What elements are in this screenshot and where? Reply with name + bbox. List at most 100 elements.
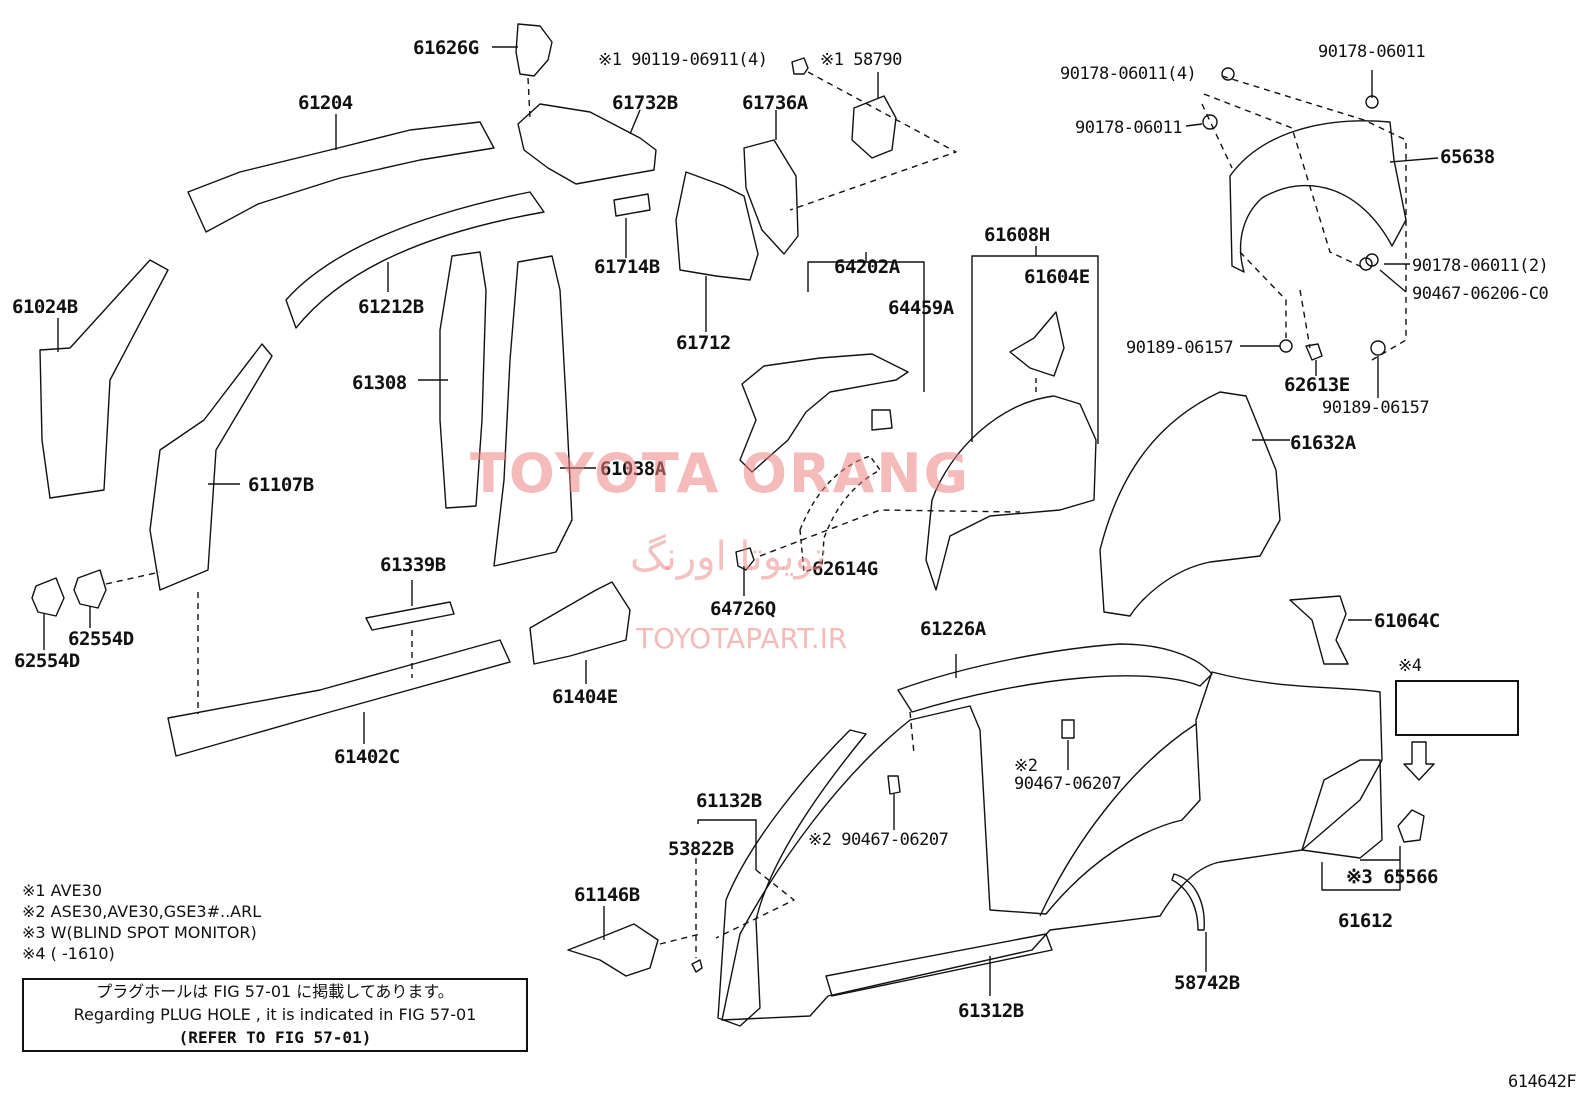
part-61064C <box>1289 595 1349 665</box>
part-61402C <box>167 639 511 757</box>
label-61146B: 61146B <box>574 884 640 906</box>
part-61107B <box>149 343 273 591</box>
label-61204: 61204 <box>298 92 353 114</box>
part-62613E <box>1305 343 1323 361</box>
label-90467-06207-mark: ※2 <box>1014 756 1038 776</box>
label-58742B: 58742B <box>1174 972 1240 994</box>
part-90467-06207-a <box>887 775 901 795</box>
label-61038A: 61038A <box>600 458 666 480</box>
label-61632A: 61632A <box>1290 432 1356 454</box>
part-90178-06011-c <box>1202 114 1218 130</box>
note-3: ※3 W(BLIND SPOT MONITOR) <box>22 923 257 942</box>
part-65566 <box>1397 809 1425 843</box>
label-62614G: 62614G <box>812 558 878 580</box>
label-61312B: 61312B <box>958 1000 1024 1022</box>
part-90119-06911 <box>791 57 809 75</box>
label-61732B: 61732B <box>612 92 678 114</box>
label-note4-mark: ※4 <box>1398 656 1422 676</box>
label-61604E: 61604E <box>1024 266 1090 288</box>
notice-english: Regarding PLUG HOLE , it is indicated in… <box>73 1005 477 1024</box>
label-90467-06206-C0: 90467-06206-C0 <box>1412 284 1549 304</box>
label-90189-06157-left: 90189-06157 <box>1126 338 1234 358</box>
note-2: ※2 ASE30,AVE30,GSE3#..ARL <box>22 902 262 921</box>
label-65566: ※3 65566 <box>1346 866 1439 888</box>
part-64726Q <box>735 547 755 571</box>
part-58742B <box>1171 873 1205 931</box>
label-61612: 61612 <box>1338 910 1393 932</box>
part-side-body <box>721 671 1383 1021</box>
part-61736A <box>743 139 799 255</box>
label-53822B: 53822B <box>668 838 734 860</box>
part-58790 <box>851 95 897 159</box>
label-90178-06011-4: 90178-06011(4) <box>1060 64 1197 84</box>
part-64202A <box>739 353 909 473</box>
label-61226A: 61226A <box>920 618 986 640</box>
part-61604E <box>1009 311 1065 377</box>
label-61736A: 61736A <box>742 92 808 114</box>
part-61226A <box>897 643 1213 713</box>
part-90178-06011-b <box>1221 67 1235 81</box>
label-61404E: 61404E <box>552 686 618 708</box>
label-90467-06207-left: ※2 90467-06207 <box>808 830 949 850</box>
part-65638 <box>1229 120 1407 273</box>
part-90189-06157-b <box>1370 340 1386 356</box>
part-62554D-a <box>31 577 65 617</box>
label-61712: 61712 <box>676 332 731 354</box>
label-64726Q: 64726Q <box>710 598 776 620</box>
part-61024B <box>39 259 169 499</box>
notice-reference: (REFER TO FIG 57-01) <box>178 1028 372 1047</box>
note-1: ※1 AVE30 <box>22 881 103 900</box>
part-61712 <box>675 171 759 281</box>
label-58790: ※1 58790 <box>820 50 902 70</box>
down-arrow <box>1403 741 1435 781</box>
part-64459A <box>871 409 893 431</box>
note-4: ※4 ( -1610) <box>22 944 115 963</box>
legend-notes: ※1 AVE30 ※2 ASE30,AVE30,GSE3#..ARL ※3 W(… <box>22 880 261 964</box>
label-64459A: 64459A <box>888 297 954 319</box>
watermark-brand: TOYOTA ORANG <box>470 442 970 505</box>
part-61404E <box>529 581 631 665</box>
label-90189-06157-right: 90189-06157 <box>1322 398 1430 418</box>
part-90467-06206 <box>1359 257 1373 271</box>
label-90119-06911: ※1 90119-06911(4) <box>598 50 768 70</box>
label-62554D-left: 62554D <box>14 650 80 672</box>
label-61024B: 61024B <box>12 296 78 318</box>
part-61038A <box>493 255 573 567</box>
note4-detail-box <box>1395 680 1519 736</box>
part-53822B <box>691 959 703 973</box>
part-61612 <box>1301 759 1383 859</box>
part-61339B <box>365 601 455 631</box>
label-65638: 65638 <box>1440 146 1495 168</box>
label-64202A: 64202A <box>834 256 900 278</box>
part-61732B <box>517 103 657 185</box>
label-61064C: 61064C <box>1374 610 1440 632</box>
label-62613E: 62613E <box>1284 374 1350 396</box>
part-90467-06207-b <box>1061 719 1075 739</box>
part-61632A <box>1099 391 1281 617</box>
label-62554D-right: 62554D <box>68 628 134 650</box>
label-61308: 61308 <box>352 372 407 394</box>
part-61308 <box>439 251 487 509</box>
label-61714B: 61714B <box>594 256 660 278</box>
label-61608H: 61608H <box>984 224 1050 246</box>
label-61107B: 61107B <box>248 474 314 496</box>
notice-japanese: プラグホールは FIG 57-01 に掲載してあります。 <box>96 982 454 1001</box>
label-90178-06011-2: 90178-06011(2) <box>1412 256 1549 276</box>
plug-hole-notice: プラグホールは FIG 57-01 に掲載してあります。 Regarding P… <box>22 978 528 1052</box>
label-90467-06207-right: 90467-06207 <box>1014 774 1122 794</box>
part-61626G <box>515 23 553 77</box>
part-door-opening-rear <box>1039 723 1197 917</box>
label-61339B: 61339B <box>380 554 446 576</box>
watermark-persian: تویوتا اورنگ <box>630 534 827 580</box>
label-61626G: 61626G <box>413 37 479 59</box>
label-61402C: 61402C <box>334 746 400 768</box>
label-90178-06011-mid: 90178-06011 <box>1075 118 1183 138</box>
part-61312B <box>825 933 1053 997</box>
part-62554D-b <box>73 569 107 609</box>
figure-id: 614642F <box>1508 1072 1577 1092</box>
watermark-url: TOYOTAPART.IR <box>636 622 848 655</box>
label-61132B: 61132B <box>696 790 762 812</box>
label-61212B: 61212B <box>358 296 424 318</box>
